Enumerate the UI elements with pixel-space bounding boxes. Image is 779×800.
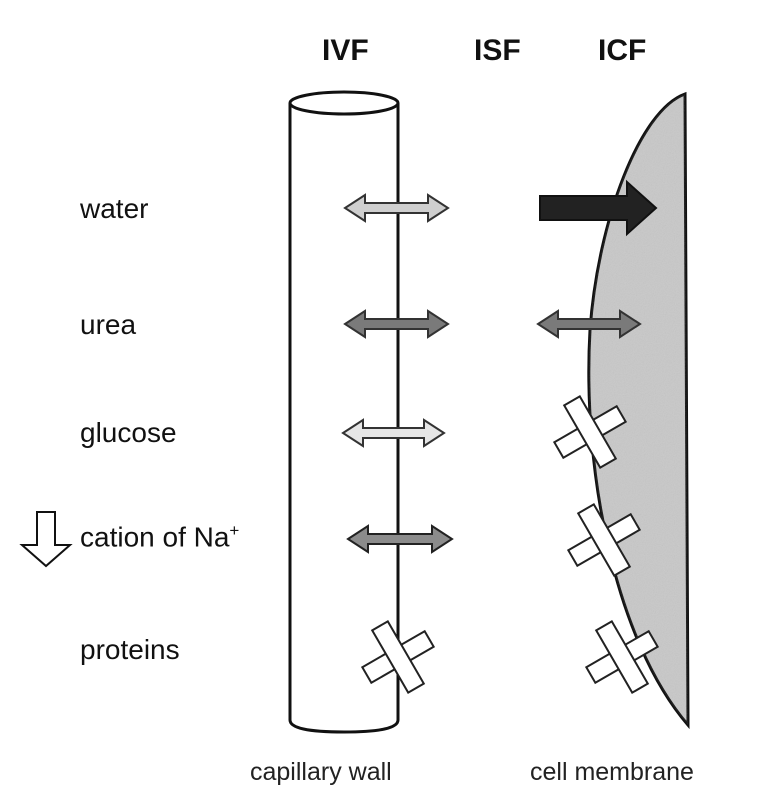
caption-cell-membrane: cell membrane: [530, 758, 694, 786]
label-sodium-text: cation of Na: [80, 521, 230, 553]
caption-capillary-wall: capillary wall: [250, 758, 392, 786]
proteins-membrane-blocked-icon: [584, 619, 660, 695]
capillary-tube: [288, 90, 400, 734]
header-ivf: IVF: [322, 34, 369, 67]
water-capillary-arrow: [343, 193, 450, 223]
label-urea: urea: [80, 309, 137, 340]
urea-membrane-arrow: [536, 309, 642, 339]
label-proteins: proteins: [80, 634, 180, 665]
label-water: water: [80, 193, 149, 224]
label-sodium-charge: +: [229, 521, 240, 540]
header-icf: ICF: [598, 34, 647, 67]
header-isf: ISF: [474, 34, 521, 67]
glucose-membrane-blocked-icon: [552, 394, 628, 470]
sodium-membrane-blocked-icon: [566, 502, 642, 578]
label-glucose: glucose: [80, 417, 177, 448]
glucose-capillary-arrow: [341, 418, 446, 448]
sodium-capillary-arrow: [346, 524, 454, 554]
urea-capillary-arrow: [343, 309, 450, 339]
down-arrow-icon: [19, 511, 73, 568]
proteins-capillary-blocked-icon: [360, 619, 436, 695]
water-membrane-arrow: [539, 179, 658, 237]
label-sodium-cation: cation of Na+: [80, 521, 239, 553]
